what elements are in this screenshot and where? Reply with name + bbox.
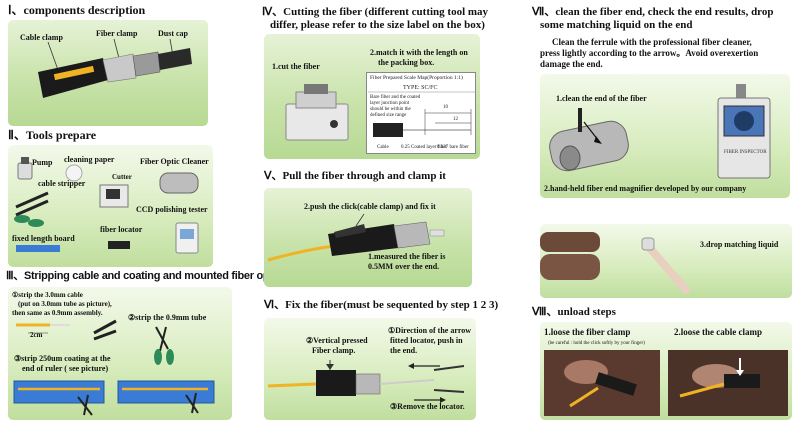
section7-title: Ⅶ、clean the fiber end, check the end res…: [532, 6, 774, 18]
measure-line2: 0.5MM over the end.: [368, 262, 440, 271]
magnifier-label: 2.hand-held fiber end magnifier develope…: [544, 184, 747, 193]
dust-cap-label: Dust cap: [158, 29, 189, 38]
unload-panel: 1.loose the fiber clamp (be careful : ho…: [540, 322, 792, 420]
direction-label2: fitted locator, push in: [390, 336, 463, 345]
cleaner-illustration: [549, 84, 771, 179]
section6-title: Ⅵ、Fix the fiber(must be sequented by ste…: [264, 299, 499, 311]
measure-label: 2cm: [30, 331, 43, 339]
fiber-optic-cleaner-label: Fiber Optic Cleaner: [140, 157, 209, 166]
fiber-locator-label: fiber locator: [100, 225, 143, 234]
cut-fiber-label: 1.cut the fiber: [272, 62, 320, 71]
loose-fiber-clamp-label: 1.loose the fiber clamp: [544, 327, 631, 337]
scale-map-title: Fiber Prepared Scale Map(Proportion 1:1): [370, 75, 463, 81]
direction-label3: the end.: [390, 346, 418, 355]
scale-map-box: Fiber Prepared Scale Map(Proportion 1:1)…: [366, 72, 476, 154]
cable-clamp-label: Cable clamp: [20, 33, 63, 42]
fix-fiber-panel: ②Vertical pressed Fiber clamp. ①Directio…: [264, 318, 476, 420]
fixed-length-board-label: fixed length board: [12, 234, 75, 243]
step3-label: ③strip 250um coating at the: [14, 354, 111, 363]
scale-legend1: Cable: [377, 145, 389, 150]
scale-dim1: 10: [443, 105, 448, 110]
clean-end-label: 1.clean the end of the fiber: [556, 94, 647, 103]
scale-dim2: 12: [453, 117, 458, 122]
cutting-panel: 1.cut the fiber 2.match it with the leng…: [264, 34, 480, 159]
clean-desc-line2: press lightly according to the arrow。Avo…: [540, 48, 759, 58]
scale-note3: should be within the: [370, 107, 411, 112]
section7-title-line2: some matching liquid on the end: [540, 19, 693, 31]
pump-label: Pump: [32, 158, 53, 167]
tools-panel: Pump cleaning paper cable stripper Cutte…: [8, 145, 213, 267]
fix-fiber-illustration: [267, 360, 465, 403]
clean-desc-line1: Clean the ferrule with the professional …: [552, 37, 752, 47]
fiber-clamp-label: Fiber clamp: [96, 29, 138, 38]
connector-illustration: [38, 38, 192, 98]
match-length-label: 2.match it with the length on: [370, 48, 468, 57]
step3-line2: end of ruler ( see picture): [22, 364, 109, 373]
tools-illustration: [14, 157, 199, 254]
cutter-label: Cutter: [112, 173, 132, 181]
fiber-clamp-pressed-label: Fiber clamp.: [312, 346, 356, 355]
drop-liquid-illustration: [540, 232, 690, 294]
stripping-illustration: [13, 319, 215, 416]
cleaver-illustration: [285, 84, 349, 141]
stripping-panel: ①strip the 3.0mm cable (put on 3.0mm tub…: [8, 287, 232, 420]
section4-title-line2: differ, please refer to the size label o…: [270, 19, 485, 31]
drop-liquid-label: 3.drop matching liquid: [700, 240, 779, 249]
scale-map-drawing: [368, 91, 476, 137]
step1-note1: (put on 3.0mm tube as picture),: [18, 300, 112, 308]
cleaning-paper-label: cleaning paper: [64, 155, 115, 164]
loose-fiber-clamp-note: (be careful : hold the click softly by y…: [548, 341, 645, 346]
type-label: TYPE: SC/FC: [403, 85, 438, 91]
scale-legend2: 0.25 Coated layer fiber: [401, 145, 448, 150]
drop-liquid-panel: 3.drop matching liquid: [540, 224, 792, 298]
unload-illustration: [544, 350, 788, 416]
components-panel: Cable clamp Fiber clamp Dust cap: [8, 20, 208, 126]
remove-locator-label: ③Remove the locator.: [390, 402, 465, 411]
clean-panel: 1.clean the end of the fiber 2.hand-held…: [540, 74, 790, 198]
step2-label: ②strip the 0.9mm tube: [128, 313, 207, 322]
scale-legend3: 0.127 bare fiber: [437, 145, 469, 150]
section1-title: Ⅰ、components description: [8, 3, 146, 17]
scale-note4: defined size range: [370, 113, 407, 118]
push-click-label: 2.push the click(cable clamp) and fix it: [304, 202, 436, 211]
match-length-label2: the packing box.: [378, 58, 435, 67]
section8-title: Ⅷ、unload steps: [532, 306, 616, 318]
loose-cable-clamp-label: 2.loose the cable clamp: [674, 327, 762, 337]
vertical-pressed-label: ②Vertical pressed: [306, 336, 368, 345]
step1-note2: then same as 0.9mm assembly.: [12, 309, 103, 317]
clean-desc-line3: damage the end.: [540, 59, 603, 69]
pull-fiber-illustration: [267, 213, 445, 262]
device-brand: FIBER INSPECTOR: [724, 150, 767, 155]
section5-title: Ⅴ、Pull the fiber through and clamp it: [264, 170, 446, 182]
pull-fiber-panel: 2.push the click(cable clamp) and fix it…: [264, 188, 472, 287]
scale-note2: layer junction point: [370, 101, 410, 106]
cable-stripper-label: cable stripper: [38, 179, 86, 188]
section4-title: Ⅳ、Cutting the fiber (different cutting t…: [262, 6, 489, 18]
step1-label: ①strip the 3.0mm cable: [12, 291, 83, 299]
direction-label1: ①Direction of the arrow: [388, 326, 472, 335]
section3-title: Ⅲ、Stripping cable and coating and mounte…: [6, 270, 344, 282]
section2-title: Ⅱ、Tools prepare: [8, 128, 97, 142]
scale-note1: Bare fiber and the coated: [370, 95, 421, 100]
ccd-tester-label: CCD polishing tester: [136, 205, 208, 214]
measure-line1: 1.measured the fiber is: [368, 252, 446, 261]
